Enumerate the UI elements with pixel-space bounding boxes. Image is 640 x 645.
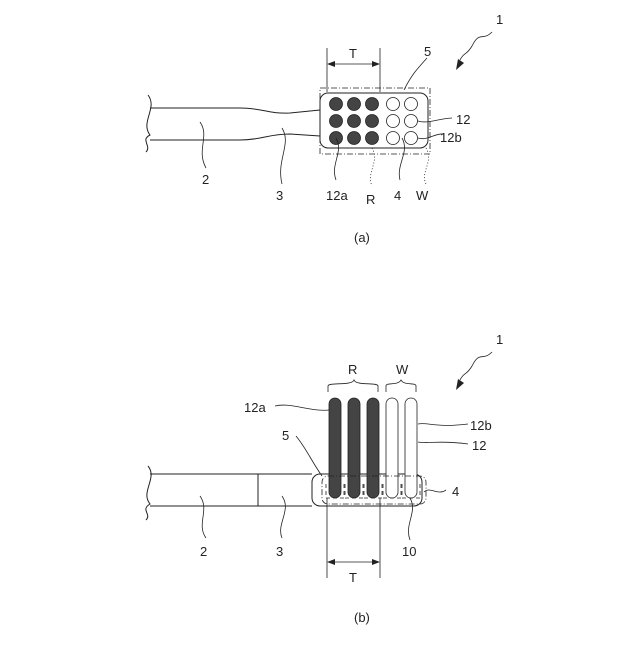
label-1-a: 1 xyxy=(496,12,503,27)
figure-b: T R W 1 12a 5 12b 12 4 10 2 3 (b) xyxy=(146,332,503,625)
leader-2-a xyxy=(200,122,206,168)
label-3-b: 3 xyxy=(276,544,283,559)
label-t-b: T xyxy=(349,570,357,585)
dark-tuft xyxy=(330,115,343,128)
caption-a: (a) xyxy=(354,230,370,245)
label-12a-b: 12a xyxy=(244,400,266,415)
dark-tuft xyxy=(348,132,361,145)
arrowhead-left-b xyxy=(327,559,335,565)
dark-tuft xyxy=(348,115,361,128)
label-4-b: 4 xyxy=(452,484,459,499)
leader-1-b xyxy=(460,352,492,380)
handle-break-a xyxy=(146,95,151,152)
label-5-a: 5 xyxy=(424,44,431,59)
dark-tuft-side xyxy=(367,398,379,498)
leader-3-a xyxy=(281,128,286,184)
arrowhead-right-b xyxy=(372,559,380,565)
label-w-b: W xyxy=(396,362,409,377)
dark-tuft xyxy=(348,98,361,111)
label-r-a: R xyxy=(366,192,375,207)
dark-tuft xyxy=(366,98,379,111)
label-10-b: 10 xyxy=(402,544,416,559)
leader-3-b xyxy=(281,496,286,538)
light-tuft xyxy=(387,132,400,145)
label-3-a: 3 xyxy=(276,188,283,203)
leader-12b-b xyxy=(418,424,468,426)
arrowhead-right-a xyxy=(372,61,380,67)
label-5-b: 5 xyxy=(282,428,289,443)
light-tuft-side xyxy=(386,398,398,498)
leader-5-a xyxy=(404,58,427,90)
leader-4-b xyxy=(424,490,446,492)
label-2-a: 2 xyxy=(202,172,209,187)
leader-12-b xyxy=(418,442,468,444)
leader-w-a xyxy=(424,148,428,184)
leader-2-b xyxy=(200,496,206,538)
handle-outline-lower-a xyxy=(150,134,320,140)
light-tuft-side xyxy=(405,398,417,498)
handle-outline-a xyxy=(150,108,320,113)
arrowhead-left-a xyxy=(327,61,335,67)
light-tuft xyxy=(405,132,418,145)
label-r-b: R xyxy=(348,362,357,377)
label-12b-a: 12b xyxy=(440,130,462,145)
light-tuft xyxy=(387,98,400,111)
leader-1-a xyxy=(460,32,492,60)
label-1-b: 1 xyxy=(496,332,503,347)
caption-b: (b) xyxy=(354,610,370,625)
label-12b-b: 12b xyxy=(470,418,492,433)
dark-tuft xyxy=(366,132,379,145)
arrowhead-1-b xyxy=(456,379,464,390)
leader-12a-b xyxy=(275,405,329,410)
label-12a-a: 12a xyxy=(326,188,348,203)
label-2-b: 2 xyxy=(200,544,207,559)
leader-12-a xyxy=(418,118,452,122)
figure-a: T 1 5 12 12b 2 3 12a R xyxy=(146,12,503,245)
label-12-b: 12 xyxy=(472,438,486,453)
light-tuft xyxy=(405,98,418,111)
arrowhead-1-a xyxy=(456,59,464,70)
label-w-a: W xyxy=(416,188,429,203)
brace-r-b xyxy=(328,380,378,392)
leader-4-a xyxy=(399,138,404,180)
label-4-a: 4 xyxy=(394,188,401,203)
light-tuft xyxy=(387,115,400,128)
dark-tuft xyxy=(366,115,379,128)
label-12-a: 12 xyxy=(456,112,470,127)
dark-tuft-side xyxy=(329,398,341,498)
dark-tuft xyxy=(330,98,343,111)
label-t-a: T xyxy=(349,46,357,61)
light-tuft xyxy=(405,115,418,128)
brace-w-b xyxy=(386,380,416,392)
leader-5-b xyxy=(296,436,322,476)
dark-tuft-side xyxy=(348,398,360,498)
